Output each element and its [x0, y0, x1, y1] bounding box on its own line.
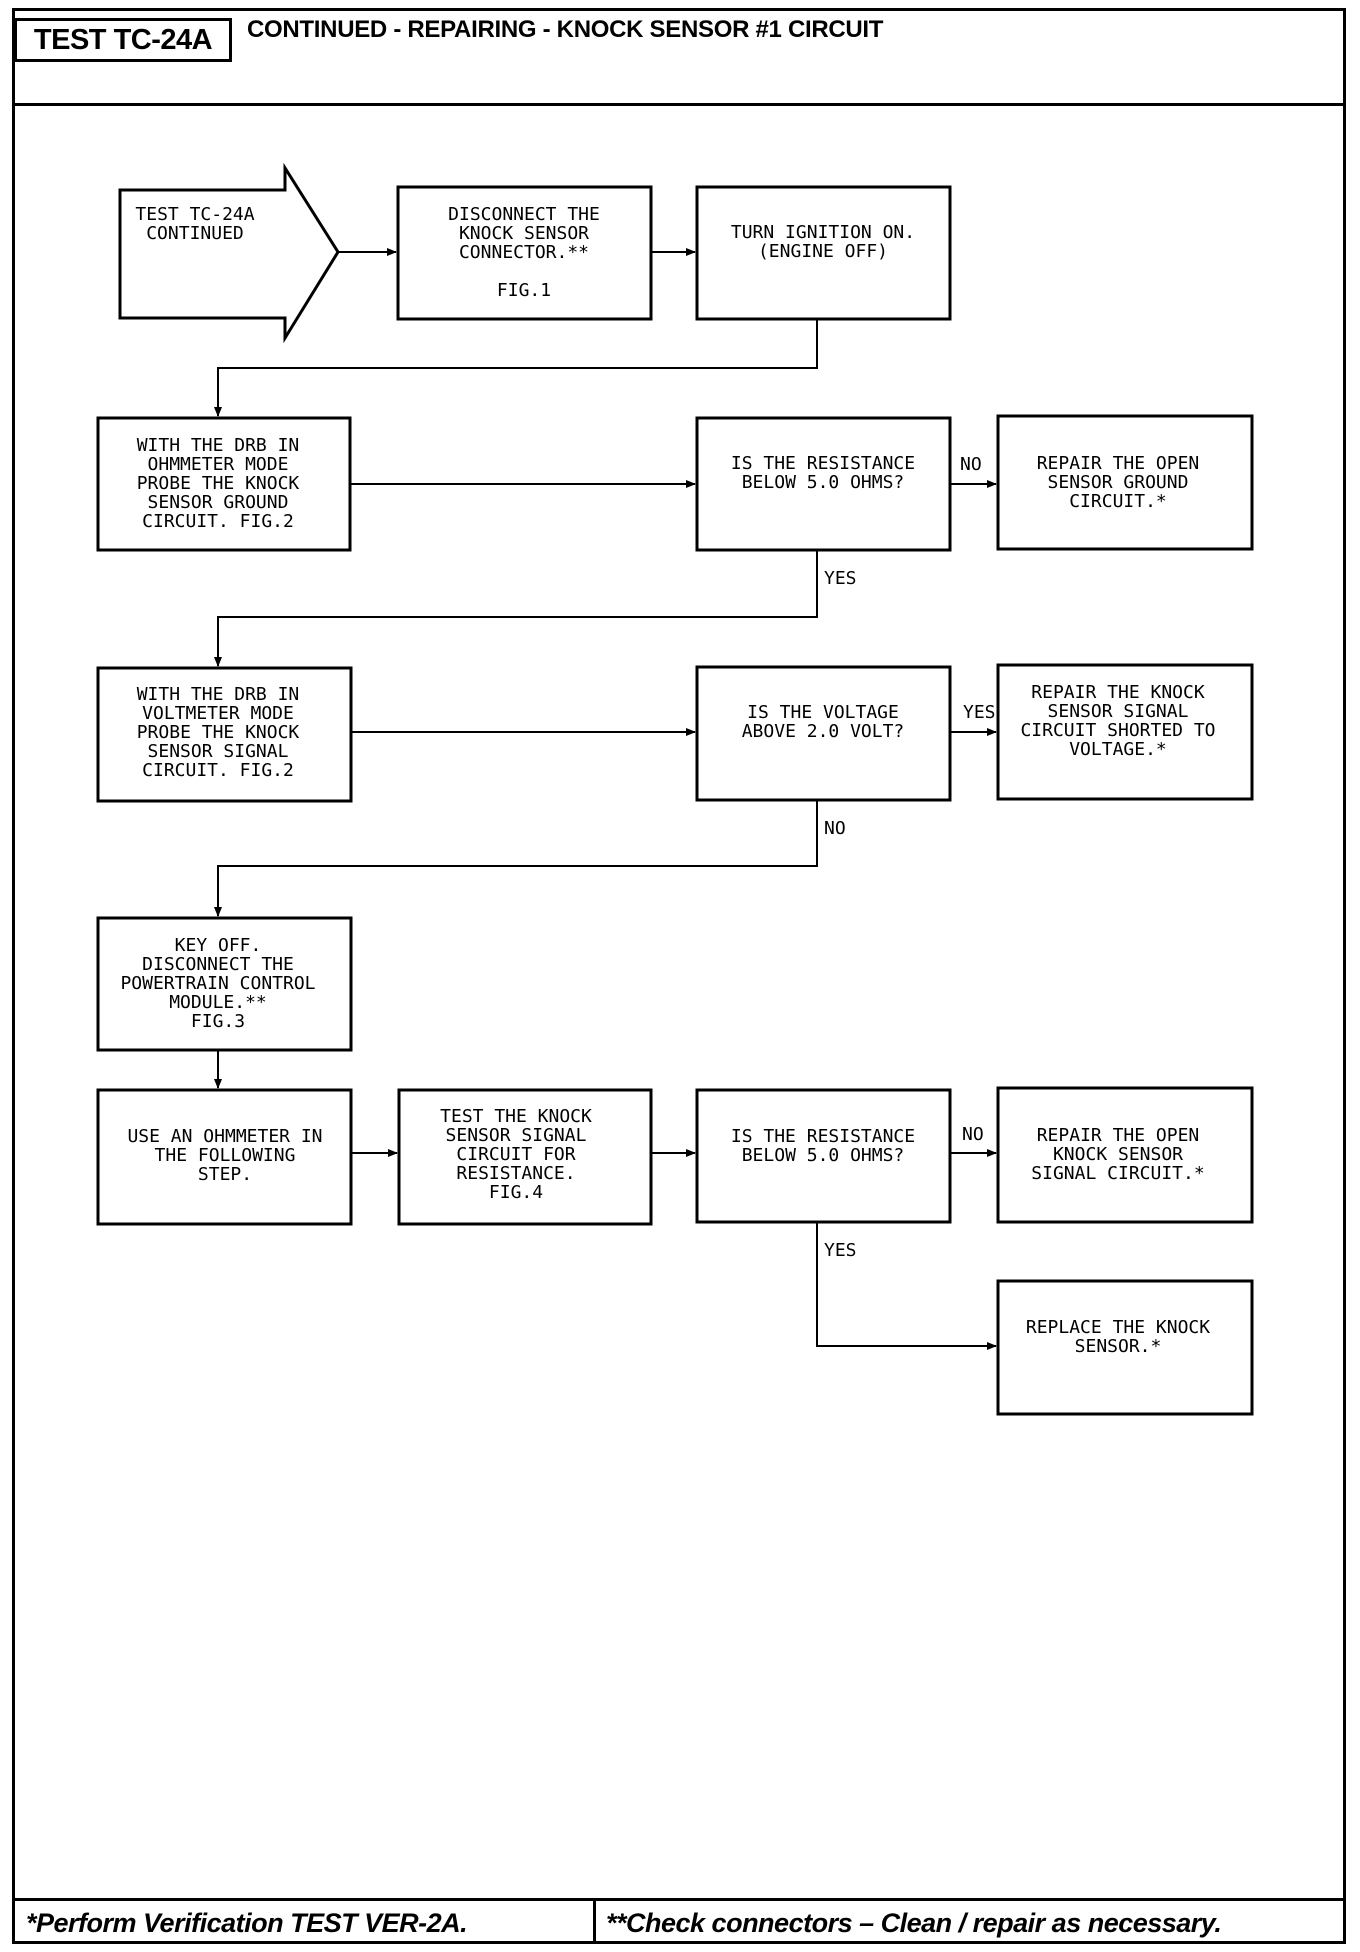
repair-short-line: CIRCUIT SHORTED TO — [1020, 720, 1215, 741]
repair-ground-line: SENSOR GROUND — [1048, 472, 1189, 493]
label-no-1: NO — [960, 454, 982, 475]
test-signal-line: SENSOR SIGNAL — [446, 1125, 587, 1146]
probe-ground-line: CIRCUIT. FIG.2 — [142, 511, 294, 532]
arrow-question-1-yes — [214, 551, 818, 667]
repair-open-signal-box — [996, 1086, 1254, 1224]
voltage-question-line: IS THE VOLTAGE — [747, 702, 899, 723]
resistance-question-2-box — [695, 1088, 952, 1224]
key-off-line: KEY OFF. — [175, 935, 262, 956]
test-signal-line: TEST THE KNOCK — [440, 1106, 592, 1127]
resistance-question-1-line: IS THE RESISTANCE — [731, 453, 915, 474]
test-id-box: TEST TC-24A — [14, 18, 232, 62]
test-signal-box — [397, 1088, 653, 1226]
repair-ground-box — [996, 414, 1254, 551]
key-off-box — [96, 916, 353, 1052]
use-ohmmeter-box — [96, 1088, 353, 1226]
label-yes-3: YES — [824, 1240, 857, 1261]
repair-open-signal-line: REPAIR THE OPEN — [1037, 1125, 1200, 1146]
probe-ground-box — [96, 416, 352, 552]
start-arrow-line: TEST TC-24A — [135, 204, 254, 225]
use-ohmmeter-line: STEP. — [198, 1164, 252, 1185]
probe-ground-line: PROBE THE KNOCK — [137, 473, 300, 494]
resistance-question-2-line: BELOW 5.0 OHMS? — [742, 1145, 905, 1166]
footer-divider — [12, 1898, 1346, 1901]
probe-signal-line: SENSOR SIGNAL — [148, 741, 289, 762]
start-arrow-line: CONTINUED — [146, 223, 244, 244]
test-signal-line: CIRCUIT FOR — [456, 1144, 575, 1165]
key-off-line: FIG.3 — [191, 1011, 245, 1032]
start-arrow-shape — [118, 162, 340, 344]
page-title: CONTINUED - REPAIRING - KNOCK SENSOR #1 … — [247, 16, 884, 43]
probe-signal-line: CIRCUIT. FIG.2 — [142, 760, 294, 781]
repair-ground-line: REPAIR THE OPEN — [1037, 453, 1200, 474]
probe-signal-line: PROBE THE KNOCK — [137, 722, 300, 743]
probe-signal-line: VOLTMETER MODE — [142, 703, 294, 724]
ignition-on-box — [695, 185, 952, 321]
replace-sensor-line: SENSOR.* — [1075, 1336, 1162, 1357]
disconnect-sensor-box — [396, 185, 653, 321]
voltage-question-box — [695, 665, 952, 802]
probe-ground-line: SENSOR GROUND — [148, 492, 289, 513]
key-off-line: POWERTRAIN CONTROL — [120, 973, 315, 994]
footer-column-divider — [593, 1899, 596, 1944]
label-no-3: NO — [962, 1124, 984, 1145]
test-signal-line: RESISTANCE. — [456, 1163, 575, 1184]
probe-ground-line: WITH THE DRB IN — [137, 435, 300, 456]
replace-sensor-box — [996, 1279, 1254, 1416]
disconnect-sensor-line: CONNECTOR.** — [459, 242, 589, 263]
repair-open-signal-line: SIGNAL CIRCUIT.* — [1031, 1163, 1204, 1184]
ignition-on-line: (ENGINE OFF) — [758, 241, 888, 262]
probe-signal-line: WITH THE DRB IN — [137, 684, 300, 705]
disconnect-sensor-line: KNOCK SENSOR — [459, 223, 589, 244]
resistance-question-1-line: BELOW 5.0 OHMS? — [742, 472, 905, 493]
key-off-line: MODULE.** — [169, 992, 267, 1013]
page-frame — [12, 8, 1346, 1944]
replace-sensor-line: REPLACE THE KNOCK — [1026, 1317, 1210, 1338]
repair-open-signal-line: KNOCK SENSOR — [1053, 1144, 1183, 1165]
arrow-voltage-no — [214, 801, 818, 917]
repair-short-box — [996, 663, 1254, 801]
ignition-on-text: TURN IGNITION ON.(ENGINE OFF) — [731, 222, 915, 262]
arrow-ignition-to-probe-ground — [214, 320, 818, 417]
ignition-on-line: TURN IGNITION ON. — [731, 222, 915, 243]
connector-lines — [214, 248, 997, 1350]
footer-verification-note: *Perform Verification TEST VER-2A. — [26, 1908, 468, 1938]
repair-short-line: SENSOR SIGNAL — [1048, 701, 1189, 722]
key-off-line: DISCONNECT THE — [142, 954, 294, 975]
test-signal-line: FIG.4 — [489, 1182, 543, 1203]
resistance-question-2-line: IS THE RESISTANCE — [731, 1126, 915, 1147]
label-yes-2: YES — [963, 702, 996, 723]
repair-short-line: REPAIR THE KNOCK — [1031, 682, 1205, 703]
disconnect-sensor-line: DISCONNECT THE — [448, 204, 600, 225]
disconnect-sensor-line: FIG.1 — [497, 280, 551, 301]
use-ohmmeter-line: THE FOLLOWING — [155, 1145, 296, 1166]
probe-signal-box — [96, 666, 353, 803]
voltage-question-line: ABOVE 2.0 VOLT? — [742, 721, 905, 742]
footer-connector-note: **Check connectors – Clean / repair as n… — [606, 1908, 1222, 1938]
arrow-question-2-yes — [816, 1223, 997, 1350]
repair-ground-line: CIRCUIT.* — [1069, 491, 1167, 512]
repair-short-line: VOLTAGE.* — [1069, 739, 1167, 760]
label-yes-1: YES — [824, 568, 857, 589]
probe-ground-line: OHMMETER MODE — [148, 454, 289, 475]
header-divider — [12, 103, 1346, 106]
label-no-2: NO — [824, 818, 846, 839]
use-ohmmeter-line: USE AN OHMMETER IN — [127, 1126, 322, 1147]
